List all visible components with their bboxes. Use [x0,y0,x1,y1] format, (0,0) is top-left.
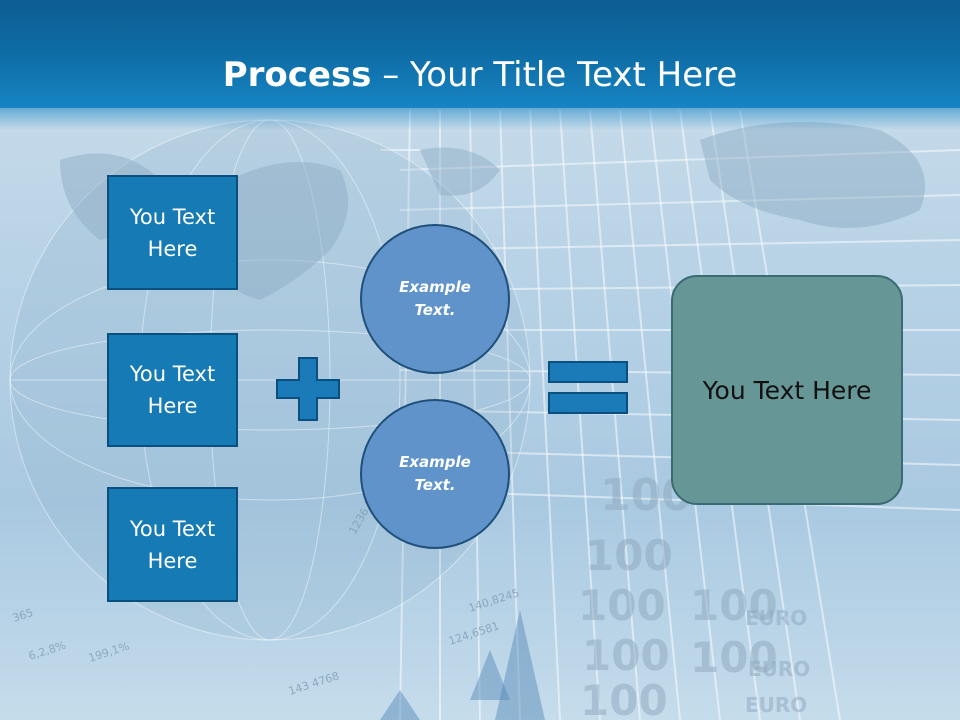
plus-icon [276,357,340,421]
world-map [60,122,925,300]
number-text: 124,6581 [447,619,501,648]
input-box-label: You Text Here [129,516,216,573]
note-text: EURO [745,693,807,717]
number-text: 143 4768 [287,669,341,698]
circle-label: Example Text. [399,278,471,319]
background-chart-bars [380,610,545,720]
input-box-2[interactable]: You Text Here [107,333,238,447]
note-text: 100 [582,631,670,680]
note-text: 100 [578,581,666,630]
number-text: 365 [11,606,35,625]
note-text: 100 [690,633,778,682]
input-box-label: You Text Here [129,204,216,261]
note-text: EURO [745,606,807,630]
number-text: 140,8245 [467,586,521,615]
number-text: 199,1% [87,640,131,665]
input-box-3[interactable]: You Text Here [107,487,238,602]
number-text: 6,2,8% [27,639,68,663]
title-rest: – Your Title Text Here [371,55,738,95]
input-box-label: You Text Here [129,362,216,418]
result-box-label: You Text Here [702,375,872,405]
example-circle-1[interactable]: Example Text. [360,224,510,374]
circle-label: Example Text. [399,453,471,494]
title-bold: Process [222,55,372,95]
note-text: EURO [748,657,810,681]
example-circle-2[interactable]: Example Text. [360,399,510,549]
title-bar-fade [0,108,960,130]
input-box-1[interactable]: You Text Here [107,175,238,290]
equals-icon [548,361,628,414]
slide-title: Process – Your Title Text Here [0,52,960,98]
banknotes: 100 100 100 100 100 100 100 EURO EURO EU… [578,470,810,720]
note-text: 100 [580,676,668,720]
note-text: 100 [690,581,778,630]
note-text: 100 [585,531,673,580]
result-box[interactable]: You Text Here [671,275,903,505]
title-bar [0,0,960,108]
